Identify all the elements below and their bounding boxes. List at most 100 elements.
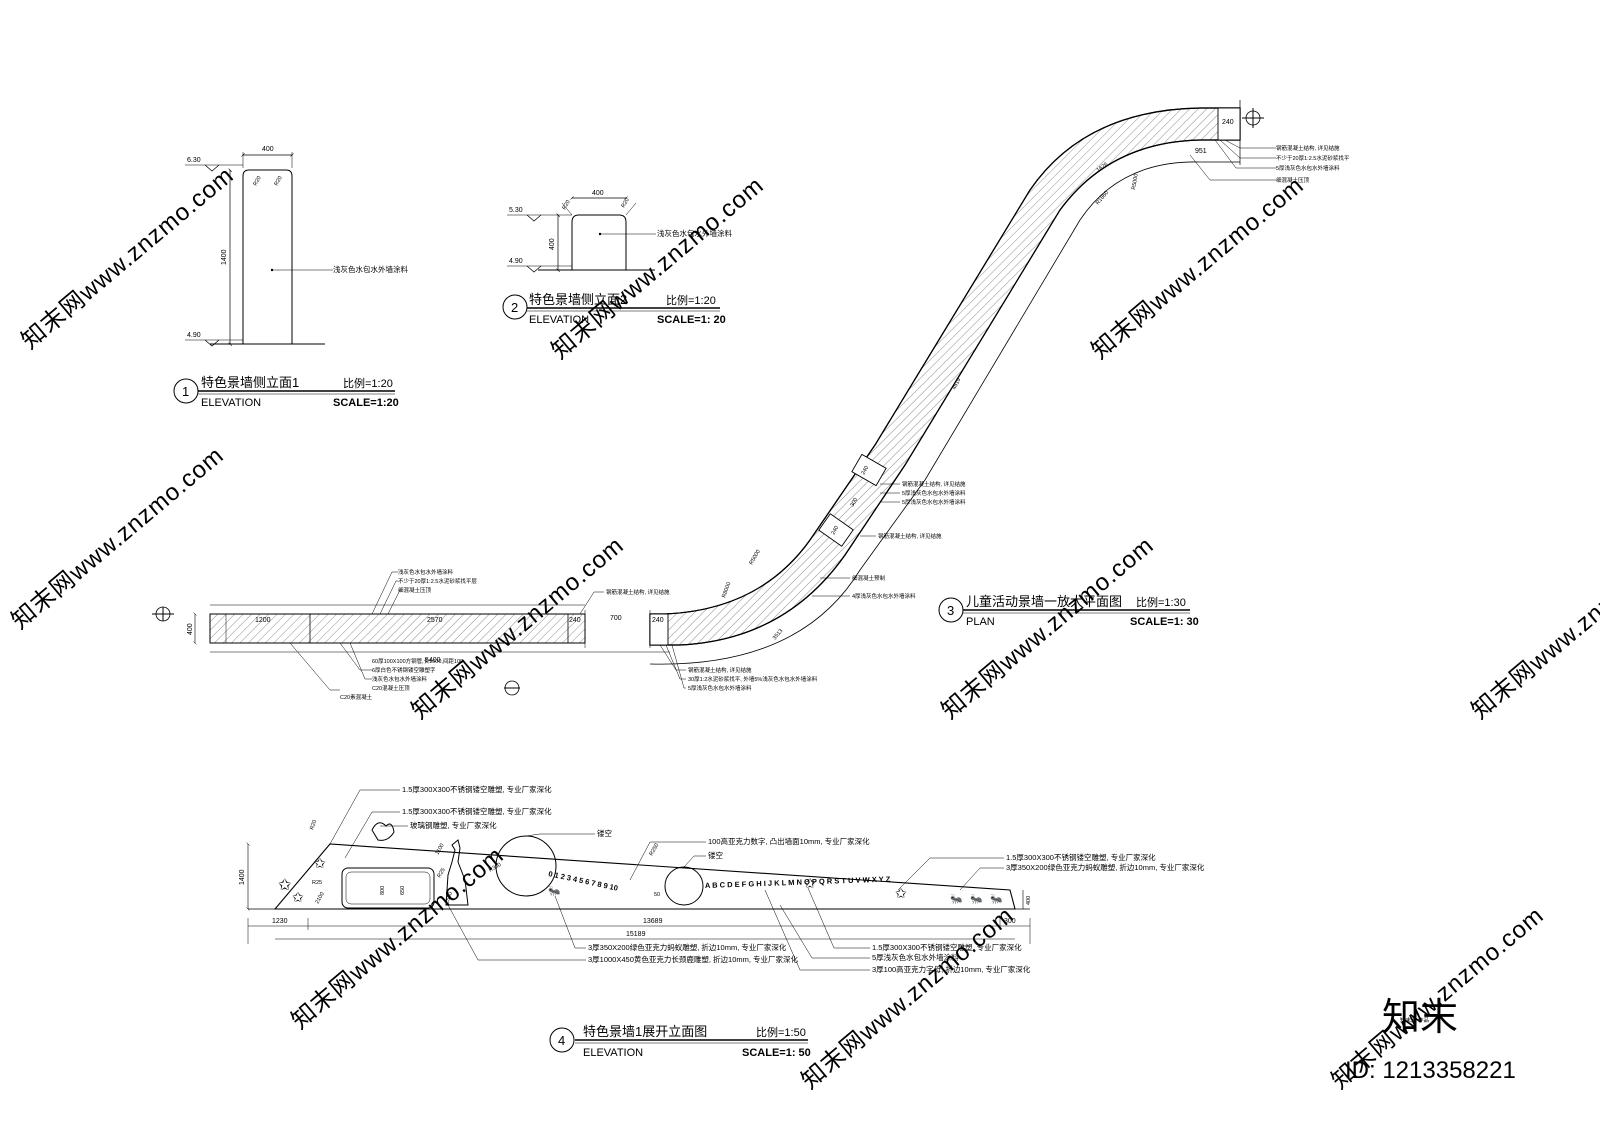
note: 细混凝土压顶 bbox=[398, 586, 432, 594]
dim-2570: 2570 bbox=[427, 617, 443, 624]
radius-right: R20 bbox=[621, 197, 631, 209]
dim-50: 50 bbox=[654, 892, 660, 898]
note: 镂空 bbox=[708, 850, 723, 860]
section-marker bbox=[504, 680, 520, 696]
note: 5厚浅灰色水包水外墙涂料 bbox=[688, 684, 752, 692]
drawing-title: 特色景墙1展开立面图 bbox=[583, 1024, 707, 1039]
note: 1.5厚300X300不锈钢镂空雕塑, 专业厂家深化 bbox=[402, 806, 552, 816]
drawing-number: 4 bbox=[558, 1033, 565, 1048]
level-bottom: 4.90 bbox=[187, 332, 201, 339]
elevation-4: ✩ ✩ ✩ ✩ ✩ 🐜 🐜 🐜 🐜 0 1 2 3 4 5 6 7 8 9 10… bbox=[239, 784, 1205, 1059]
scale-en: SCALE=1:20 bbox=[333, 397, 399, 409]
ant-sculpture-icon: 🐜 bbox=[548, 885, 560, 897]
note: 3厚100高亚克力字母, 折边10mm, 专业厂家深化 bbox=[872, 964, 1031, 974]
notes-center: 钢筋混凝土结构, 详见结施 5厚浅灰色水包水外墙涂料 5厚浅灰色水包水外墙涂料 bbox=[902, 480, 966, 506]
watermark-text: 知末网www.znzmo.com bbox=[547, 172, 770, 365]
elevation-1: 400 1400 6.30 4.90 R20 R20 浅灰色水包水外墙涂料 1 … bbox=[173, 146, 408, 409]
giraffe-sculpture bbox=[445, 839, 469, 906]
radius-left: R20 bbox=[562, 199, 572, 211]
scale-cn: 比例=1:20 bbox=[343, 376, 393, 390]
dim-4619: 4619 bbox=[951, 377, 962, 391]
dim-1676: 1676 bbox=[1096, 162, 1109, 174]
fiberglass-sculpture bbox=[371, 822, 395, 841]
watermark-text: 知末网www.znzmo.com bbox=[797, 902, 1020, 1095]
note: 钢筋混凝土结构, 详见结施 bbox=[1276, 144, 1340, 152]
circle-opening bbox=[495, 835, 557, 897]
dim-700: 700 bbox=[610, 615, 622, 622]
note: 5厚浅灰色水包水外墙涂料 bbox=[902, 489, 966, 497]
note: 浅灰色水包水外墙涂料 bbox=[372, 675, 428, 683]
radius-25: R25 bbox=[437, 867, 447, 879]
note: 镂空 bbox=[597, 828, 612, 838]
star-sculpture-icon: ✩ bbox=[292, 889, 304, 905]
dim-1400: 1400 bbox=[239, 869, 246, 885]
section-marker bbox=[152, 606, 174, 622]
notes-bottom: 3厚350X200绿色亚克力蚂蚁雕塑, 折边10mm, 专业厂家深化 3厚100… bbox=[588, 942, 1031, 974]
level-top: 5.30 bbox=[509, 207, 523, 214]
note: 玻璃钢雕塑, 专业厂家深化 bbox=[410, 820, 497, 830]
level-bottom: 4.90 bbox=[509, 258, 523, 265]
ant-sculpture-icon: 🐜 bbox=[950, 893, 962, 905]
label-en: ELEVATION bbox=[201, 397, 261, 409]
curb-line bbox=[649, 161, 1240, 665]
circle-opening bbox=[664, 866, 704, 906]
label-en: ELEVATION bbox=[583, 1047, 643, 1059]
notes-top: 1.5厚300X300不锈钢镂空雕塑, 专业厂家深化 1.5厚300X300不锈… bbox=[402, 784, 1205, 872]
dim-650: 650 bbox=[400, 886, 406, 895]
drawing-number-circle bbox=[549, 1027, 575, 1053]
drawing-number: 2 bbox=[511, 300, 518, 315]
label-en: PLAN bbox=[966, 616, 995, 628]
dim-2100: 2100 bbox=[315, 891, 326, 905]
star-sculpture-icon: ✩ bbox=[895, 885, 907, 901]
radius-1860: R1860 bbox=[1095, 190, 1110, 206]
dim-800: 800 bbox=[380, 886, 386, 895]
note: 1.5厚300X300不锈钢镂空雕塑, 专业厂家深化 bbox=[872, 942, 1022, 952]
scale-en: SCALE=1: 30 bbox=[1130, 616, 1199, 628]
dim-951: 951 bbox=[1195, 148, 1207, 155]
dim-400: 400 bbox=[187, 623, 194, 635]
notes-left-bottom: 60厚100X100方钢管,长1000,间距100 6厚白色不锈钢镂空雕塑字 浅… bbox=[340, 657, 463, 701]
note: 钢筋混凝土结构, 详见结施 bbox=[902, 480, 966, 488]
watermark-text: 知末网www.znzmo.com bbox=[1467, 532, 1600, 725]
ant-sculpture-icon: 🐜 bbox=[970, 893, 982, 905]
watermark-text: 知末网www.znzmo.com bbox=[1087, 172, 1310, 365]
scale-cn: 比例=1:50 bbox=[756, 1025, 806, 1039]
note: 钢筋混凝土结构, 详见结施 bbox=[878, 532, 942, 540]
note: 5厚浅灰色水包水外墙涂料 bbox=[902, 498, 966, 506]
note: C20混凝土压顶 bbox=[372, 684, 410, 692]
wall-outline bbox=[571, 214, 627, 271]
note: C20素混凝土 bbox=[340, 693, 373, 701]
dim-width: 400 bbox=[262, 146, 274, 153]
watermark-text: 知末网www.znzmo.com bbox=[7, 442, 230, 635]
dim-13689: 13689 bbox=[643, 918, 663, 925]
radius-250: R250 bbox=[649, 843, 661, 857]
dim-1100: 1100 bbox=[435, 843, 446, 856]
star-sculpture-icon: ✩ bbox=[804, 875, 816, 891]
dim-240: 240 bbox=[861, 465, 871, 476]
radius-25: R25 bbox=[312, 880, 322, 886]
window-opening bbox=[341, 867, 435, 909]
dim-height: 400 bbox=[549, 238, 556, 250]
note: 4厚浅灰色水包水外墙涂料 bbox=[852, 592, 916, 600]
drawing-title: 特色景墙侧立面1 bbox=[201, 375, 299, 390]
notes-curve: 细混凝土预制 4厚浅灰色水包水外墙涂料 bbox=[852, 574, 916, 600]
note: 3厚350X200绿色亚克力蚂蚁雕塑, 折边10mm, 专业厂家深化 bbox=[588, 942, 787, 952]
dim-1230: 1230 bbox=[272, 918, 288, 925]
dim-240: 240 bbox=[569, 617, 581, 624]
doc-label: 知末网 作品 bbox=[1400, 1016, 1430, 1024]
note: 不少于20厚1:2.5水泥砂浆找平 bbox=[1276, 154, 1350, 162]
note: 3厚1000X450黄色亚克力长颈鹿雕塑, 折边10mm, 专业厂家深化 bbox=[588, 954, 799, 964]
note: 30厚1:2水泥砂浆找平, 外墙5%浅灰色水包水外墙涂料 bbox=[688, 675, 818, 683]
drawing-number-circle bbox=[502, 294, 528, 320]
scale-en: SCALE=1: 20 bbox=[657, 314, 726, 326]
dim-5400: 5400 bbox=[425, 657, 441, 664]
note: 60厚100X100方钢管,长1000,间距100 bbox=[372, 657, 463, 665]
note: 1.5厚300X300不锈钢镂空雕塑, 专业厂家深化 bbox=[402, 784, 552, 794]
drawing-title: 儿童活动景墙一放大平面图 bbox=[966, 594, 1122, 609]
dim-400: 400 bbox=[1026, 896, 1032, 905]
note: 5厚浅灰色水包水外墙涂料 bbox=[1276, 164, 1340, 172]
dim-300: 300 bbox=[850, 497, 860, 508]
radius-right: R20 bbox=[274, 175, 284, 187]
dim-300: 300 bbox=[1004, 918, 1016, 925]
